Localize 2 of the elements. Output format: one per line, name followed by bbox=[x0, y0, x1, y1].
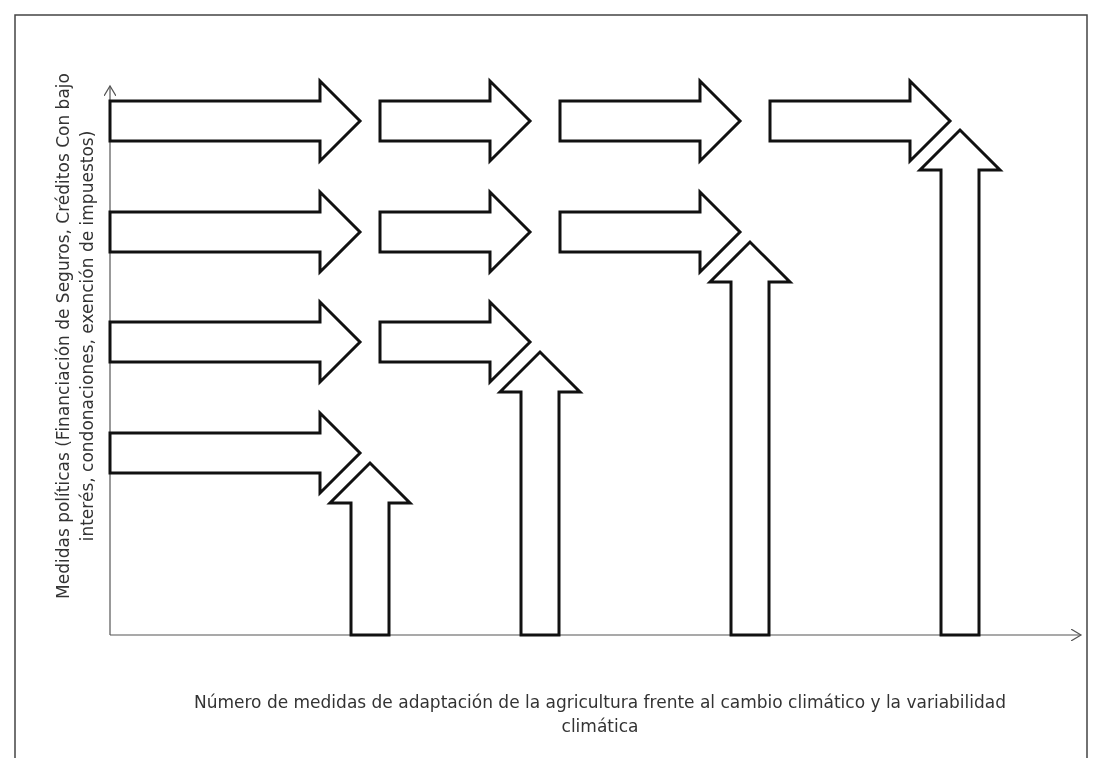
axis-title: Número de medidas de adaptación de la agricultura frente al cambio climático y la variabilidad climática bbox=[192, 691, 1007, 738]
axis-title: Medidas políticas (Financiación de Seguros, Créditos Con bajo interés, condonaciones, exención de impuestos) bbox=[52, 72, 98, 601]
